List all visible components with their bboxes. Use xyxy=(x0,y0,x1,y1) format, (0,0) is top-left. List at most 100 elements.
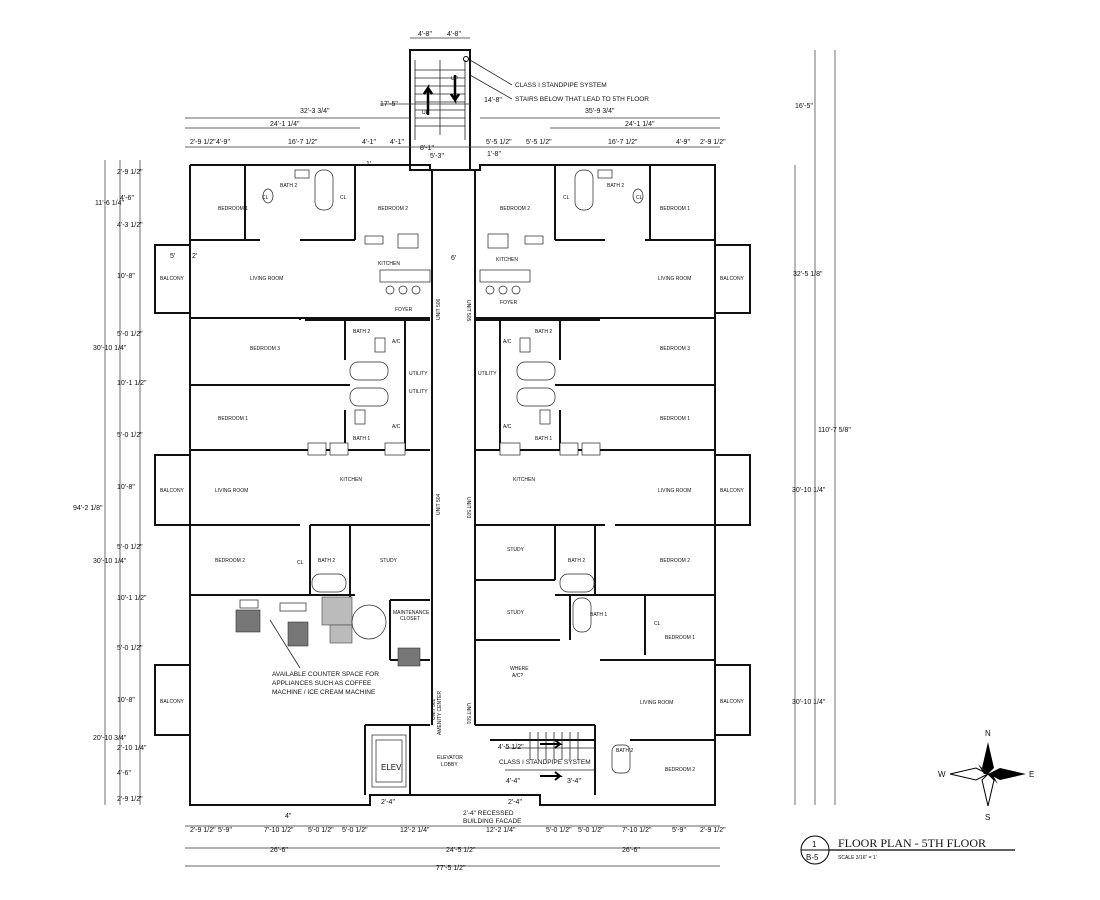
stool-icon xyxy=(398,285,408,295)
label-dimensions-right-3: 30'-10 1/4" xyxy=(792,699,826,706)
label-rooms-living: LIVING ROOM xyxy=(658,488,691,494)
dim-text-misc: 6' 5' 2' 1' 4" 2'-4" 2'-4" 4'-5 1/2" 4'-… xyxy=(170,161,581,820)
label-rooms-cl: CL xyxy=(636,195,643,201)
label-dimensions-top_row-3: 4'-1" xyxy=(362,139,376,146)
sink-icon xyxy=(294,169,310,179)
label-rooms-kitchen: KITCHEN xyxy=(378,261,400,267)
appliance-block xyxy=(397,647,421,667)
label-rooms-kitchen: KITCHEN xyxy=(513,477,535,483)
label-dimensions-top-6: 24'-1 1/4" xyxy=(625,121,655,128)
building-outline xyxy=(154,164,751,806)
label-dimensions-top-11: 16'-5" xyxy=(795,103,813,110)
recessed-note-2: BUILDING FACADE xyxy=(463,818,522,825)
bathtub-icon xyxy=(314,169,334,211)
label-compass-w: W xyxy=(938,770,946,779)
label-dimensions-left-11: 5'-0 1/2" xyxy=(117,544,143,551)
label-dimensions-right-2: 30'-10 1/4" xyxy=(792,487,826,494)
dim-text-left: 2'-9 1/2" 11'-6 1/4" 4'-6" 4'-3 1/2" 10'… xyxy=(73,169,147,803)
range-icon xyxy=(364,235,384,245)
sink-icon xyxy=(354,409,366,425)
compass-rose-icon: N S E W xyxy=(938,729,1034,822)
label-dimensions-left-1: 11'-6 1/4" xyxy=(95,200,125,207)
label-dimensions-left-10: 94'-2 1/8" xyxy=(73,505,103,512)
label-dimensions-misc-9: 3'-4" xyxy=(567,778,581,785)
dim-text-bottom-row: 2'-9 1/2" 5'-9" 7'-10 1/2" 5'-0 1/2" 5'-… xyxy=(190,827,726,834)
label-rooms-bedroom2: BEDROOM 2 xyxy=(660,558,690,564)
appliance-block xyxy=(235,609,261,633)
counter-icon xyxy=(239,599,259,609)
up-label-bottom: UP xyxy=(422,110,430,116)
kitchen-sink-icon xyxy=(329,442,349,456)
label-rooms-kitchen: KITCHEN xyxy=(340,477,362,483)
left-interior-walls xyxy=(190,165,430,795)
label-rooms-bedroom1: BEDROOM 1 xyxy=(660,206,690,212)
round-table-icon xyxy=(351,604,387,640)
unit-labels: UNIT 506 UNIT 505 UNIT 504 UNIT 503 UNIT… xyxy=(431,298,471,735)
stool-icon xyxy=(385,285,395,295)
label-dimensions-misc-2: 2' xyxy=(192,253,197,260)
sheet-number: B-5 xyxy=(806,853,819,862)
label-dimensions-bottom_row-10: 5'-9" xyxy=(672,827,686,834)
label-dimensions-bottom_total-2: 26'-6" xyxy=(622,847,640,854)
fridge-icon xyxy=(499,442,521,456)
label-dimensions-misc-7: 4'-5 1/2" xyxy=(498,744,524,751)
label-dimensions-left-12: 30'-10 1/4" xyxy=(93,558,127,565)
label-compass-s: S xyxy=(985,813,990,822)
dimension-lines xyxy=(104,37,836,867)
label-dimensions-misc-5: 2'-4" xyxy=(381,799,395,806)
label-rooms-living: LIVING ROOM xyxy=(250,276,283,282)
label-dimensions-bottom_row-2: 7'-10 1/2" xyxy=(264,827,294,834)
label-dimensions-bottom_row-3: 5'-0 1/2" xyxy=(308,827,334,834)
label-dimensions-bottom_total-3: 77'-5 1/2" xyxy=(436,865,466,872)
label-dimensions-left-17: 2'-10 1/4" xyxy=(117,745,147,752)
label-dimensions-top_row-7: 16'-7 1/2" xyxy=(608,139,638,146)
label-compass-e: E xyxy=(1029,770,1034,779)
bathtub-icon xyxy=(611,744,631,774)
label-rooms-utility: UTILITY xyxy=(478,371,497,377)
dim-text-top-row: 2'-9 1/2" 4'-9" 16'-7 1/2" 4'-1" 4'-1" 5… xyxy=(190,139,726,146)
label-dimensions-bottom_row-6: 12'-2 1/4" xyxy=(486,827,516,834)
label-dimensions-left-5: 5'-0 1/2" xyxy=(117,331,143,338)
label-dimensions-top-3: 32'-3 3/4" xyxy=(300,108,330,115)
label-rooms-unit_503: UNIT 503 xyxy=(465,497,471,519)
bathtub-icon xyxy=(516,387,556,407)
label-rooms-living: LIVING ROOM xyxy=(640,700,673,706)
label-dimensions-right-1: 110'-7 5/8" xyxy=(818,427,851,434)
label-dimensions-top-7: 14'-8" xyxy=(484,97,502,104)
label-dimensions-left-9: 10'-8" xyxy=(117,484,135,491)
top-stair-tower: UP UP xyxy=(409,49,471,171)
label-dimensions-top-4: 24'-1 1/4" xyxy=(270,121,300,128)
balcony-left-2 xyxy=(154,454,191,526)
label-dimensions-top_row-9: 2'-9 1/2" xyxy=(700,139,726,146)
room-labels-right: BEDROOM 2 BEDROOM 1 BATH 2 CL CL BALCONY… xyxy=(478,183,745,773)
bathtub-icon xyxy=(516,361,556,381)
label-rooms-bedroom2: BEDROOM 2 xyxy=(665,767,695,773)
label-dimensions-left-13: 10'-1 1/2" xyxy=(117,595,147,602)
sink-icon xyxy=(519,337,531,353)
dim-text-top: 4'-8" 4'-8" 17'-5" 32'-3 3/4" 24'-1 1/4"… xyxy=(270,31,813,160)
label-rooms-unit_501: UNIT 501 xyxy=(465,703,471,725)
label-rooms-balcony: BALCONY xyxy=(720,699,745,705)
toilet-icon xyxy=(262,188,274,204)
room-labels-left: BEDROOM 1 BEDROOM 2 BATH 2 CL CL BALCONY… xyxy=(160,183,463,772)
label-rooms-kitchen: KITCHEN xyxy=(496,257,518,263)
label-rooms-unit_504: UNIT 504 xyxy=(436,493,442,515)
counter-note-1: AVAILABLE COUNTER SPACE FOR xyxy=(272,671,379,678)
label-rooms-study: STUDY xyxy=(507,610,525,616)
label-rooms-bath1: BATH 1 xyxy=(353,436,370,442)
bottom-stair xyxy=(505,732,595,781)
label-rooms-elev: ELEV. xyxy=(381,763,403,772)
kitchen-sink-icon xyxy=(397,233,419,249)
label-rooms-bedroom3: BEDROOM 3 xyxy=(250,346,280,352)
label-rooms-foyer: FOYER xyxy=(500,300,518,306)
appliance-block xyxy=(287,621,309,647)
label-rooms-bath2: BATH 2 xyxy=(607,183,624,189)
standpipe-icon xyxy=(463,56,469,62)
label-rooms-bedroom1: BEDROOM 1 xyxy=(660,416,690,422)
label-rooms-living: LIVING ROOM xyxy=(658,276,691,282)
label-rooms-unit_502: UNIT 502 xyxy=(431,698,437,720)
label-dimensions-top-1: 4'-8" xyxy=(447,31,461,38)
label-dimensions-top_row-5: 5'-5 1/2" xyxy=(486,139,512,146)
drawing-number: 1 xyxy=(812,840,817,849)
label-rooms-balcony: BALCONY xyxy=(160,699,185,705)
